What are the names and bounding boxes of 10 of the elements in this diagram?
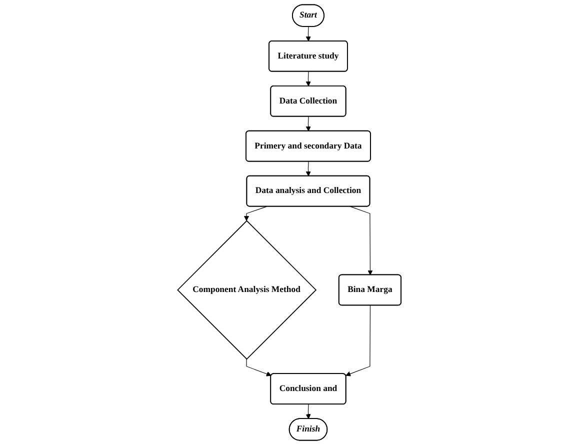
arrow <box>350 206 373 276</box>
arrow <box>346 305 371 376</box>
arrow <box>306 26 312 42</box>
arrow <box>306 404 312 420</box>
arrow <box>306 71 312 86</box>
arrow <box>306 116 312 132</box>
arrow <box>306 161 312 176</box>
node-diamond: Component Analysis Method <box>177 220 317 360</box>
arrow <box>246 358 272 376</box>
arrow <box>244 206 268 222</box>
